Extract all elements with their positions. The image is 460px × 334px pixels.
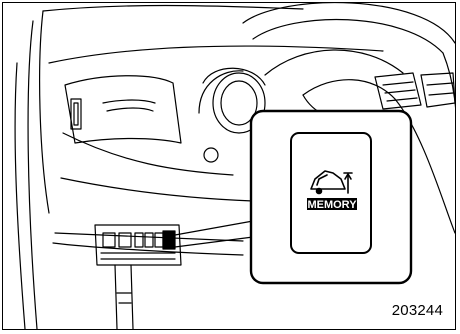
illustration-frame: MEMORY 203244 — [2, 2, 456, 330]
hood-release-lever — [115, 265, 133, 329]
memory-label: MEMORY — [307, 199, 357, 211]
switch-panel — [95, 225, 181, 265]
a-pillar — [15, 11, 49, 329]
dashboard-illustration: MEMORY — [3, 3, 456, 330]
callout-leader — [175, 221, 253, 247]
callout-box — [251, 111, 411, 283]
figure-number: 203244 — [392, 302, 443, 319]
air-vent — [65, 76, 181, 143]
